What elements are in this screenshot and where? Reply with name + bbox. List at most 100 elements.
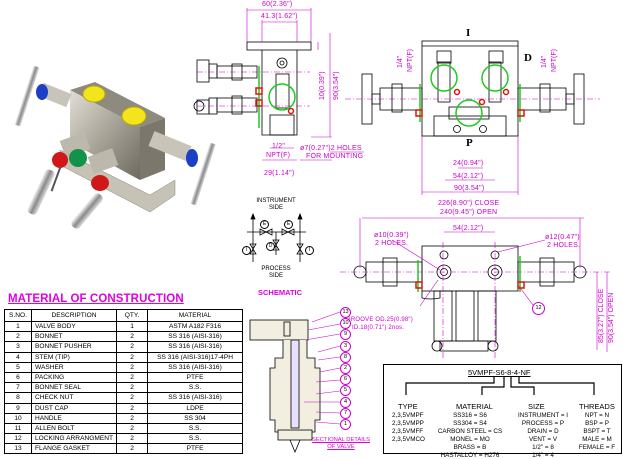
blue-cap-icon [186, 149, 198, 167]
code-col-size-header: SIZE [528, 402, 545, 411]
code-option: SS304 = S4 [453, 419, 487, 427]
moc-header-material: MATERIAL [147, 309, 244, 322]
moc-cell-description: WASHER [30, 361, 118, 373]
section-balloon: 2 [340, 363, 351, 374]
schematic-mark-equalizer: E [284, 220, 293, 229]
schematic-label-line: SIDE [268, 205, 283, 211]
code-option: 2,3,5VMPF [392, 412, 424, 419]
moc-cell-material: SS 304 [147, 412, 244, 424]
section-balloon: 5 [340, 385, 351, 397]
moc-cell-material: S.S. [147, 433, 244, 445]
code-option: FEMALE = F [578, 443, 616, 451]
dim-flange-width: 41.3(1.62") [261, 13, 298, 20]
section-balloon: 10 [340, 318, 351, 330]
moc-cell-description: DUST CAP [30, 402, 118, 414]
moc-cell-material: SS 316 (AISI-316) [147, 361, 244, 373]
code-col-material-header: MATERIAL [456, 402, 493, 411]
moc-cell-qty: 2 [116, 351, 149, 363]
dim-right-holes: ø12(0.47") [545, 234, 580, 241]
code-option: CARBON STEEL = CS [437, 427, 503, 435]
ordering-code-box: 5VMPF-S6-8-4-NF TYPE MATERIAL SIZE THREA… [383, 364, 622, 459]
dim-port-thread: NPT(F) [266, 152, 291, 159]
moc-cell-qty: 2 [116, 402, 149, 414]
moc-cell-description: HANDLE [30, 412, 118, 424]
moc-cell-description: ALLEN BOLT [30, 422, 118, 435]
dim-mount-holes-note: FOR MOUNTING [306, 153, 364, 160]
section-balloon: 13 [340, 307, 351, 318]
green-cap-icon [69, 149, 87, 167]
moc-cell-material: LDPE [147, 402, 244, 414]
moc-cell-sno: 10 [4, 412, 32, 424]
moc-cell-material: PTFE [147, 443, 244, 455]
dim-top-port-spacing: 54(2.12") [453, 225, 484, 232]
section-balloon: 1 [340, 419, 351, 430]
dim-port-right: 1/4" [541, 55, 548, 68]
section-balloon: 6 [340, 374, 351, 386]
dim-open-width: 240(9.45") OPEN [440, 209, 498, 216]
red-cap-icon [52, 152, 68, 168]
yellow-plug-icon [121, 106, 147, 126]
dim-right-holes-count: 2 HOLES. [547, 242, 581, 249]
dim-body-width: 90(3.54") [454, 185, 485, 192]
moc-cell-qty: 2 [116, 392, 149, 404]
moc-cell-qty: 2 [116, 331, 149, 343]
dim-height-close: 85(3.27") CLOSE [598, 288, 605, 343]
moc-header-qty: QTY. [116, 309, 149, 322]
right-handle-icon [190, 142, 216, 206]
dim-flange-thickness: 10(0.39") [319, 71, 326, 100]
handle-icon [71, 193, 103, 229]
moc-cell-sno: 5 [4, 361, 32, 373]
dim-groove-id: ID.18(0.71") 2nos. [352, 325, 405, 331]
code-option: DRAIN = D [527, 427, 559, 435]
schematic-label-line: SIDE [268, 273, 283, 279]
schematic-mark-isolate: I [305, 246, 314, 255]
moc-cell-material: ASTM A182 F316 [147, 320, 244, 333]
red-cap-icon [91, 175, 109, 191]
code-option: 2,3,5VMCO [392, 435, 425, 443]
moc-cell-sno: 1 [4, 320, 32, 333]
code-option: NPT = N [584, 412, 610, 419]
moc-cell-description: BONNET SEAL [30, 382, 118, 394]
blue-cap-icon [36, 84, 48, 100]
moc-cell-sno: 12 [4, 433, 32, 445]
moc-cell-qty: 2 [116, 443, 149, 455]
moc-title: MATERIAL OF CONSTRUCTION [8, 293, 184, 305]
code-col-type-header: TYPE [398, 402, 418, 411]
top-view [353, 245, 587, 352]
code-option: MONEL = MO [450, 435, 490, 443]
section-balloon: 8 [340, 351, 351, 363]
moc-cell-description: LOCKING ARRANGMENT [30, 433, 118, 445]
moc-cell-sno: 8 [4, 392, 32, 404]
schematic-title: SCHEMATIC [258, 288, 303, 297]
section-title-line-2: OF VALVE [327, 444, 355, 450]
moc-cell-description: CHECK NUT [30, 392, 118, 404]
moc-cell-material: SS 316 (AISI-316) [147, 392, 244, 404]
moc-cell-sno: 11 [4, 422, 32, 435]
left-handle-icon [14, 65, 40, 127]
dim-overall-width: 60(2.36") [262, 1, 293, 8]
moc-cell-description: FLANGE GASKET [30, 443, 118, 455]
code-option: SS316 = S6 [453, 412, 487, 419]
moc-cell-description: PACKING [30, 371, 118, 384]
moc-cell-description: STEM (TIP) [30, 351, 118, 363]
dim-groove-od: GROOVE OD.25(0.98") [346, 317, 413, 323]
schematic-mark-equalizer: E [260, 220, 269, 229]
sectional-view [249, 319, 321, 454]
code-option: VENT = V [528, 435, 558, 443]
moc-cell-sno: 6 [4, 371, 32, 384]
moc-cell-qty: 2 [116, 382, 149, 394]
